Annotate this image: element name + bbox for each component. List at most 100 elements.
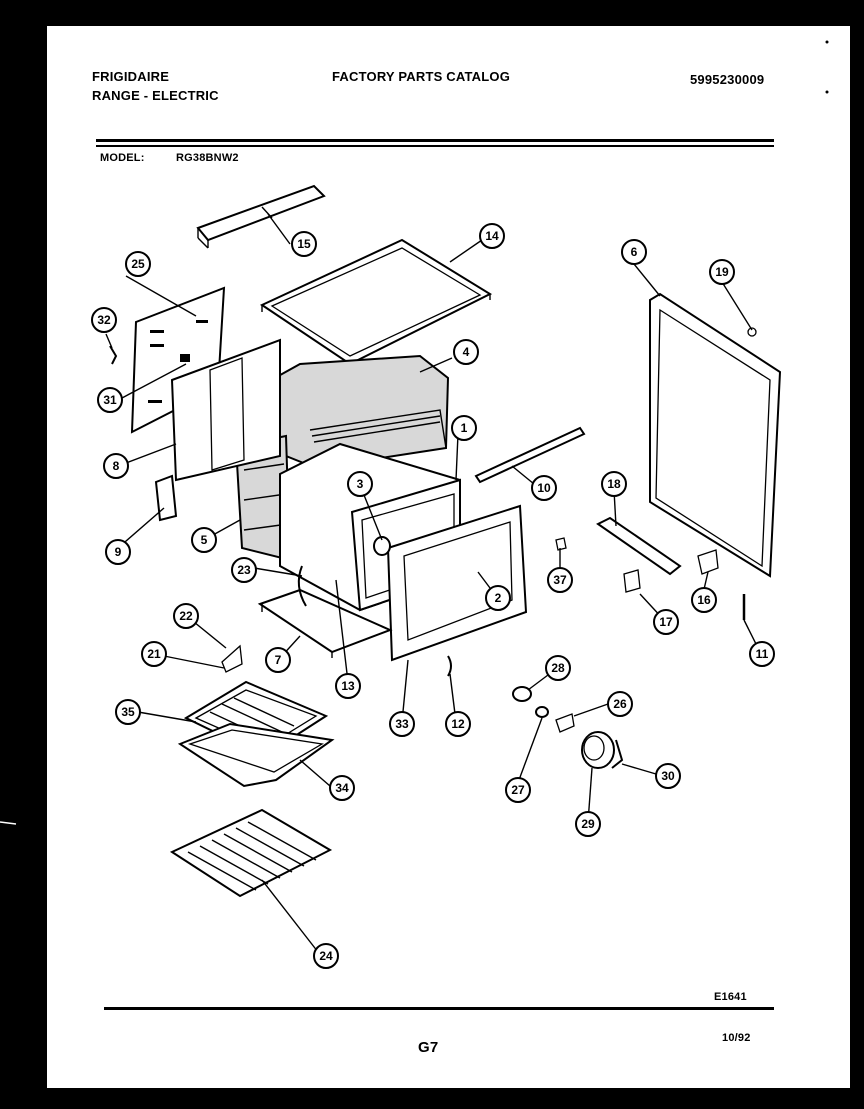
part-trim-strip <box>474 426 586 484</box>
page-number: G7 <box>418 1039 439 1056</box>
svg-text:2: 2 <box>495 591 502 605</box>
footer-rule <box>104 1007 774 1010</box>
part-rear-panel <box>649 292 782 578</box>
callout-10: 10 <box>531 475 557 501</box>
svg-text:11: 11 <box>756 647 769 661</box>
part-top-trim <box>196 184 326 249</box>
callout-33: 33 <box>389 711 415 737</box>
svg-text:5: 5 <box>201 533 208 547</box>
callout-31: 31 <box>97 387 123 413</box>
callout-27: 27 <box>505 777 531 803</box>
svg-text:27: 27 <box>511 783 525 797</box>
svg-text:33: 33 <box>395 717 409 731</box>
svg-text:24: 24 <box>319 949 333 963</box>
svg-text:17: 17 <box>659 615 673 629</box>
svg-text:13: 13 <box>341 679 355 693</box>
part-knob-insert <box>555 713 575 733</box>
svg-text:19: 19 <box>715 265 729 279</box>
callout-9: 9 <box>105 539 131 565</box>
part-knob-spring <box>535 706 549 718</box>
callout-34: 34 <box>329 775 355 801</box>
svg-text:23: 23 <box>237 563 251 577</box>
part-rail <box>596 516 682 576</box>
margin-dot <box>825 40 829 44</box>
callout-8: 8 <box>103 453 129 479</box>
callout-3: 3 <box>347 471 373 497</box>
svg-text:4: 4 <box>463 345 470 359</box>
callout-23: 23 <box>231 557 257 583</box>
brand-name: FRIGIDAIRE <box>92 69 170 84</box>
part-top-panel <box>259 238 493 370</box>
product-type: RANGE - ELECTRIC <box>92 88 219 103</box>
svg-text:10: 10 <box>537 481 551 495</box>
callout-17: 17 <box>653 609 679 635</box>
callout-22: 22 <box>173 603 199 629</box>
callout-26: 26 <box>607 691 633 717</box>
svg-text:6: 6 <box>631 245 638 259</box>
svg-text:28: 28 <box>551 661 565 675</box>
header-rule-top <box>96 139 774 142</box>
callout-7: 7 <box>265 647 291 673</box>
part-hinge-bracket <box>221 644 243 673</box>
svg-text:25: 25 <box>131 257 145 271</box>
callout-28: 28 <box>545 655 571 681</box>
svg-text:8: 8 <box>113 459 120 473</box>
svg-text:32: 32 <box>97 313 111 327</box>
callout-16: 16 <box>691 587 717 613</box>
svg-text:3: 3 <box>357 477 364 491</box>
callout-25: 25 <box>125 251 151 277</box>
drawing-code: E1641 <box>714 991 747 1003</box>
part-small-clip <box>447 655 452 677</box>
svg-text:29: 29 <box>581 817 595 831</box>
model-number: RG38BNW2 <box>176 152 239 164</box>
callout-19: 19 <box>709 259 735 285</box>
margin-dot <box>825 90 829 94</box>
part-clip <box>697 549 719 575</box>
svg-text:16: 16 <box>697 593 711 607</box>
svg-text:26: 26 <box>613 697 627 711</box>
svg-text:9: 9 <box>115 545 122 559</box>
svg-text:7: 7 <box>275 653 282 667</box>
callout-1: 1 <box>451 415 477 441</box>
part-light-socket <box>373 536 391 556</box>
svg-text:34: 34 <box>335 781 349 795</box>
margin-mark <box>0 821 17 825</box>
svg-text:35: 35 <box>121 705 135 719</box>
part-control-knob <box>581 731 615 769</box>
callout-32: 32 <box>91 307 117 333</box>
part-clip-small <box>555 537 567 551</box>
catalog-title: FACTORY PARTS CATALOG <box>332 69 511 84</box>
svg-text:14: 14 <box>485 229 499 243</box>
callout-13: 13 <box>335 673 361 699</box>
callout-12: 12 <box>445 711 471 737</box>
model-label: MODEL: <box>100 152 145 164</box>
part-terminal-block <box>623 569 641 593</box>
svg-text:18: 18 <box>607 477 621 491</box>
svg-text:1: 1 <box>461 421 468 435</box>
callout-35: 35 <box>115 699 141 725</box>
part-broiler-pan <box>177 722 335 788</box>
part-oven-rack <box>169 808 333 898</box>
part-side-bracket <box>170 338 281 482</box>
callout-18: 18 <box>601 471 627 497</box>
callout-24: 24 <box>313 943 339 969</box>
svg-text:30: 30 <box>661 769 675 783</box>
callout-14: 14 <box>479 223 505 249</box>
part-screw <box>747 327 757 337</box>
callout-5: 5 <box>191 527 217 553</box>
part-screw-small <box>109 345 118 365</box>
callout-11: 11 <box>749 641 775 667</box>
svg-text:15: 15 <box>297 237 311 251</box>
svg-text:12: 12 <box>451 717 465 731</box>
part-wire-clip <box>297 565 307 607</box>
catalog-number: 5995230009 <box>690 72 765 87</box>
revision-date: 10/92 <box>722 1032 751 1044</box>
svg-text:37: 37 <box>553 573 567 587</box>
callout-30: 30 <box>655 763 681 789</box>
part-knob-clip <box>611 739 624 769</box>
callout-21: 21 <box>141 641 167 667</box>
callout-37: 37 <box>547 567 573 593</box>
svg-text:21: 21 <box>147 647 161 661</box>
callout-6: 6 <box>621 239 647 265</box>
